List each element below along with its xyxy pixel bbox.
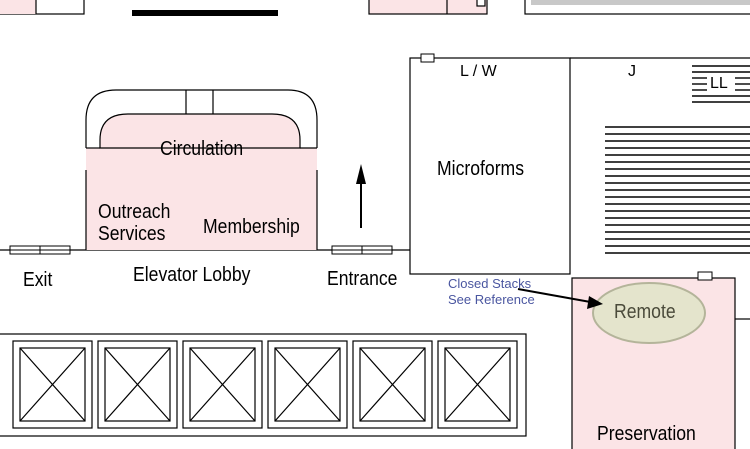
top-center-room [368, 0, 488, 15]
lw-label: L / W [460, 63, 497, 80]
j-label: J [628, 63, 636, 80]
circulation-block [85, 89, 318, 250]
outreach-label-line2: Services [98, 223, 166, 245]
elevator-2 [97, 340, 178, 429]
elevator-bank [0, 333, 527, 437]
membership-label: Membership [203, 216, 300, 238]
top-wall-bar [132, 10, 278, 16]
elevator-lobby-label: Elevator Lobby [133, 264, 251, 286]
closed-stacks-note-line2: See Reference [448, 292, 535, 307]
microforms-room [409, 57, 571, 275]
closed-stacks-arrow-icon [517, 288, 603, 309]
doors [9, 245, 393, 255]
elevator-5 [352, 340, 433, 429]
top-left-room-shade [0, 0, 36, 14]
outreach-label-line1: Outreach [98, 201, 171, 223]
closed-stacks-note-line1: Closed Stacks [448, 276, 532, 291]
stacks-shelving [605, 65, 750, 254]
remote-label: Remote [614, 301, 676, 323]
circulation-room [86, 148, 317, 250]
circulation-label: Circulation [160, 138, 244, 160]
elevator-3 [182, 340, 263, 429]
elevator-6 [437, 340, 518, 429]
elevator-4 [267, 340, 348, 429]
remote-storage-marker [592, 282, 706, 344]
preservation-label: Preservation [597, 423, 696, 445]
top-fragments [0, 0, 750, 16]
ll-label: LL [710, 75, 728, 92]
entrance-arrow-icon [356, 164, 366, 228]
microforms-block [409, 53, 571, 275]
microforms-label: Microforms [437, 158, 525, 180]
circulation-desk-outer [85, 89, 318, 148]
entrance-label: Entrance [327, 268, 398, 290]
exit-label: Exit [23, 269, 53, 291]
circulation-desk-inner [99, 113, 301, 149]
preservation-block [571, 271, 736, 449]
elevator-1 [12, 340, 93, 429]
